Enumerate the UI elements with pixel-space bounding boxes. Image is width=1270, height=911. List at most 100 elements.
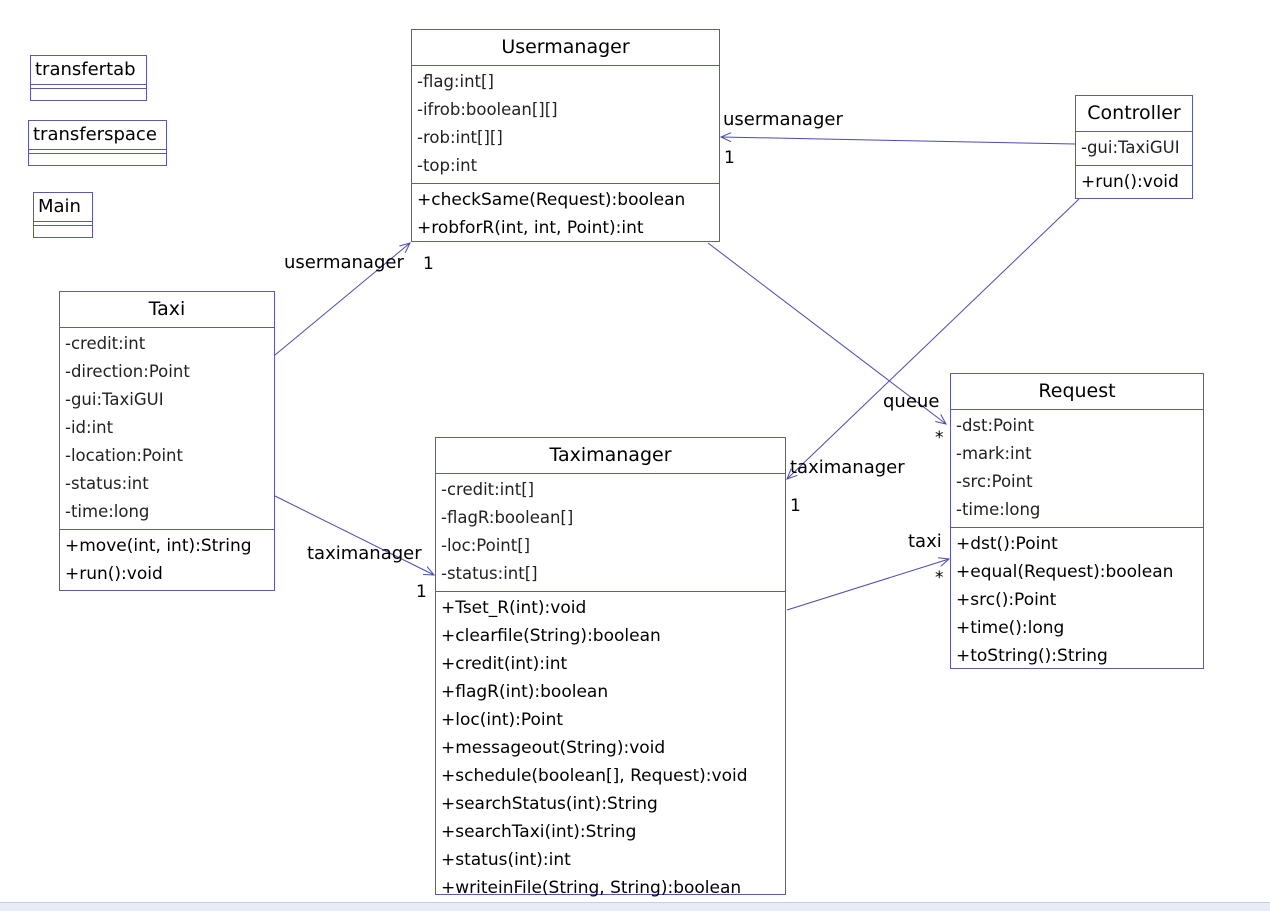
operation-compartment: +run():void [1076, 166, 1192, 199]
class-name: Usermanager [412, 30, 719, 66]
operation: +time():long [956, 618, 1065, 638]
operation: +searchStatus(int):String [441, 794, 658, 814]
operation-compartment: +move(int, int):String +run():void [60, 530, 274, 591]
role-label-taxi-taximanager: taximanager [307, 543, 422, 564]
class-name: Controller [1076, 96, 1192, 132]
class-request[interactable]: Request -dst:Point -mark:int -src:Point … [950, 373, 1204, 669]
arrowhead-taxi-taximanager [422, 566, 436, 576]
operation: +checkSame(Request):boolean [417, 190, 686, 210]
operation: +writeinFile(String, String):boolean [441, 878, 742, 898]
association-line-ctrl-usermanager [720, 136, 1076, 145]
class-controller[interactable]: Controller -gui:TaxiGUI +run():void [1075, 95, 1193, 199]
arrowhead-taxi-usermanager [399, 242, 411, 254]
operation: +flagR(int):boolean [441, 682, 609, 702]
attribute-compartment [31, 84, 146, 88]
class-transfertab[interactable]: transfertab [30, 55, 147, 101]
class-name: Request [951, 374, 1203, 410]
association-line-taximanager-request [786, 558, 950, 611]
multiplicity-controller-usermanager: 1 [724, 148, 735, 168]
operation: +equal(Request):boolean [956, 562, 1174, 582]
operation: +move(int, int):String [65, 536, 252, 556]
attribute: -rob:int[][] [417, 128, 503, 147]
operation: +toString():String [956, 646, 1108, 666]
operation: +loc(int):Point [441, 710, 564, 730]
attribute: -src:Point [956, 472, 1033, 491]
class-transferspace[interactable]: transferspace [28, 120, 167, 166]
operation: +status(int):int [441, 850, 571, 870]
attribute: -mark:int [956, 444, 1032, 463]
operation: +robforR(int, int, Point):int [417, 218, 644, 238]
multiplicity-taxi-usermanager: 1 [423, 254, 434, 274]
operation: +schedule(boolean[], Request):void [441, 766, 748, 786]
role-label-taximanager-request: taxi [908, 531, 942, 552]
class-taxi[interactable]: Taxi -credit:int -direction:Point -gui:T… [59, 291, 275, 591]
operation-compartment [31, 88, 146, 92]
role-label-controller-usermanager: usermanager [723, 109, 843, 130]
operation: +credit(int):int [441, 654, 568, 674]
attribute: -location:Point [65, 446, 183, 465]
class-name: Main [38, 196, 81, 217]
role-label-controller-taximanager: taximanager [790, 457, 905, 478]
operation: +clearfile(String):boolean [441, 626, 661, 646]
operation: +Tset_R(int):void [441, 598, 587, 618]
attribute: -ifrob:boolean[][] [417, 100, 558, 119]
operation: +dst():Point [956, 534, 1058, 554]
attribute: -gui:TaxiGUI [65, 390, 164, 409]
operation: +run():void [65, 564, 163, 584]
association-line-taxi-taximanager [274, 495, 435, 576]
multiplicity-taximanager-request: * [935, 568, 944, 588]
attribute-compartment [29, 149, 166, 153]
arrowhead-usermanager-request [935, 414, 947, 425]
operation: +searchTaxi(int):String [441, 822, 637, 842]
attribute-compartment: -dst:Point -mark:int -src:Point -time:lo… [951, 410, 1203, 528]
attribute: -time:long [65, 502, 150, 521]
operation: +messageout(String):void [441, 738, 666, 758]
arrowhead-taximanager-request [938, 557, 951, 567]
attribute-compartment: -gui:TaxiGUI [1076, 132, 1192, 166]
multiplicity-taxi-taximanager: 1 [416, 582, 427, 602]
association-line-usermanager-request [707, 242, 947, 425]
attribute: -status:int [65, 474, 149, 493]
operation: +run():void [1081, 172, 1179, 192]
class-usermanager[interactable]: Usermanager -flag:int[] -ifrob:boolean[]… [411, 29, 720, 242]
attribute: -top:int [417, 156, 478, 175]
attribute: -status:int[] [441, 564, 538, 583]
arrowhead-ctrl-taximanager [786, 468, 798, 480]
class-main[interactable]: Main [33, 192, 93, 238]
multiplicity-usermanager-request: * [935, 428, 944, 448]
attribute: -id:int [65, 418, 114, 437]
attribute-compartment: -flag:int[] -ifrob:boolean[][] -rob:int[… [412, 66, 719, 184]
role-label-taxi-usermanager: usermanager [284, 252, 404, 273]
attribute: -time:long [956, 500, 1041, 519]
bottom-scroll-strip [0, 902, 1270, 911]
class-taximanager[interactable]: Taximanager -credit:int[] -flagR:boolean… [435, 437, 786, 898]
attribute: -gui:TaxiGUI [1081, 138, 1180, 157]
class-name: Taximanager [436, 438, 785, 474]
association-line-ctrl-taximanager [786, 198, 1080, 480]
role-label-usermanager-request: queue [883, 391, 940, 412]
attribute: -flagR:boolean[] [441, 508, 574, 527]
operation-compartment: +checkSame(Request):boolean +robforR(int… [412, 184, 719, 245]
operation-compartment [29, 153, 166, 157]
class-name: Taxi [60, 292, 274, 328]
operation-compartment [34, 225, 92, 229]
arrowhead-ctrl-usermanager [719, 132, 732, 143]
operation-compartment: +dst():Point +equal(Request):boolean +sr… [951, 528, 1203, 673]
attribute-compartment [34, 221, 92, 225]
attribute-compartment: -credit:int[] -flagR:boolean[] -loc:Poin… [436, 474, 785, 592]
multiplicity-controller-taximanager: 1 [790, 496, 801, 516]
class-name: transfertab [35, 59, 136, 80]
association-line-taxi-usermanager [274, 242, 411, 356]
attribute: -flag:int[] [417, 72, 494, 91]
attribute: -dst:Point [956, 416, 1035, 435]
attribute: -credit:int[] [441, 480, 535, 499]
attribute: -loc:Point[] [441, 536, 531, 555]
attribute: -credit:int [65, 334, 146, 353]
attribute: -direction:Point [65, 362, 190, 381]
attribute-compartment: -credit:int -direction:Point -gui:TaxiGU… [60, 328, 274, 530]
operation-compartment: +Tset_R(int):void +clearfile(String):boo… [436, 592, 785, 905]
class-name: transferspace [33, 124, 157, 145]
operation: +src():Point [956, 590, 1057, 610]
